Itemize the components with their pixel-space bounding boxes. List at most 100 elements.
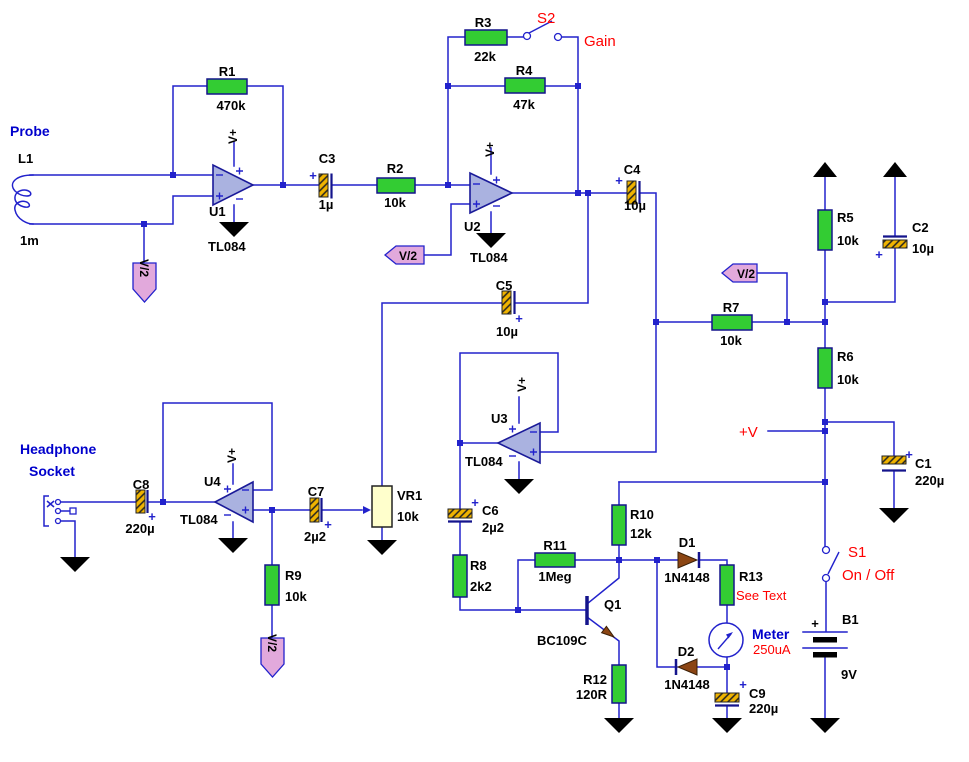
plus-v-label: +V [739, 424, 758, 441]
half-supply-flag: V/2 [383, 245, 425, 265]
vhalf-label: V/2 [737, 267, 755, 281]
c1-polarity: + [905, 447, 913, 462]
vr1-ref: VR1 [397, 488, 422, 503]
r12-ref: R12 [583, 672, 607, 687]
l1-ref: L1 [18, 151, 33, 166]
r4-ref: R4 [516, 63, 533, 78]
r9-value: 10k [285, 589, 307, 604]
r6-value: 10k [837, 372, 859, 387]
q1-value: BC109C [537, 633, 587, 648]
power-arrows [813, 162, 907, 177]
ground-symbols [60, 222, 909, 733]
c3-value: 1µ [319, 197, 334, 212]
meter-label: Meter [752, 626, 790, 642]
wires [29, 36, 896, 719]
s1-ref: S1 [848, 544, 866, 561]
c4-ref: C4 [624, 162, 641, 177]
b1-ref: B1 [842, 612, 859, 627]
resistor-r2: R2 10k [376, 161, 416, 210]
c5-polarity: + [515, 311, 523, 326]
c3-ref: C3 [319, 151, 336, 166]
u4-value: TL084 [180, 512, 218, 527]
c5-value: 10µ [496, 324, 518, 339]
r2-ref: R2 [387, 161, 404, 176]
c5-ref: C5 [496, 278, 513, 293]
r11-value: 1Meg [538, 569, 571, 584]
c8-polarity: + [148, 509, 156, 524]
r12-value: 120R [576, 687, 608, 702]
junction-dots [141, 83, 828, 670]
ground-icon [476, 233, 506, 248]
l1-value: 1m [20, 233, 39, 248]
u4-vplus-label: V+ [225, 448, 239, 463]
half-supply-flag: V/2 [132, 259, 157, 303]
r5-ref: R5 [837, 210, 854, 225]
ground-icon [219, 222, 249, 237]
c4-polarity: + [615, 173, 623, 188]
r6-ref: R6 [837, 349, 854, 364]
capacitor-c7: C7 + 2µ2 [304, 484, 332, 544]
meter-value: 250uA [753, 642, 791, 657]
capacitor-c9: + C9 220µ [714, 677, 778, 716]
resistor-r4: R4 47k [504, 63, 546, 112]
diode-d1: D1 1N4148 [664, 535, 710, 585]
c8-value: 220µ [125, 521, 154, 536]
c9-value: 220µ [749, 701, 778, 716]
b1-polarity: + [811, 616, 819, 631]
d1-ref: D1 [679, 535, 696, 550]
r10-value: 12k [630, 526, 652, 541]
r13-ref: R13 [739, 569, 763, 584]
potentiometer-vr1: VR1 10k [363, 485, 422, 528]
resistor-r5: R5 10k [817, 209, 859, 251]
opamp-u3: V+ U3 TL084 [465, 377, 541, 469]
capacitor-c4: C4 + 10µ [615, 162, 646, 213]
c6-polarity: + [471, 495, 479, 510]
resistor-r7: R7 10k [711, 300, 753, 348]
s2-label: Gain [584, 33, 616, 50]
c2-value: 10µ [912, 241, 934, 256]
r5-value: 10k [837, 233, 859, 248]
c8-ref: C8 [133, 477, 150, 492]
c9-polarity: + [739, 677, 747, 692]
resistor-r6: R6 10k [817, 347, 859, 389]
ground-icon [60, 557, 90, 572]
meter: Meter 250uA [708, 622, 791, 658]
headphone-label-1: Headphone [20, 441, 96, 457]
vr1-value: 10k [397, 509, 419, 524]
c1-value: 220µ [915, 473, 944, 488]
c7-polarity: + [324, 517, 332, 532]
capacitor-c1: + C1 220µ [881, 447, 944, 488]
resistor-r3: R3 22k [464, 15, 508, 64]
power-arrow-icon [883, 162, 907, 177]
u3-vplus-label: V+ [515, 377, 529, 392]
r9-ref: R9 [285, 568, 302, 583]
u1-vplus-label: V+ [226, 129, 240, 144]
r8-ref: R8 [470, 558, 487, 573]
resistor-r8: R8 2k2 [452, 554, 492, 598]
ground-icon [879, 508, 909, 523]
r1-value: 470k [217, 98, 247, 113]
transistor-q1: Q1 BC109C [537, 596, 621, 648]
ground-icon [367, 540, 397, 555]
c9-ref: C9 [749, 686, 766, 701]
c2-ref: C2 [912, 220, 929, 235]
emitter-arrow-icon [600, 625, 616, 638]
d2-value: 1N4148 [664, 677, 710, 692]
capacitor-c5: C5 + 10µ [496, 278, 524, 339]
r10-ref: R10 [630, 507, 654, 522]
resistor-r13: R13 See Text [719, 564, 787, 606]
half-supply-flag: V/2 [720, 263, 758, 283]
d2-ref: D2 [678, 644, 695, 659]
r1-ref: R1 [219, 64, 236, 79]
headphone-label-2: Socket [29, 463, 75, 479]
diode-d2: D2 1N4148 [664, 644, 710, 692]
s2-ref: S2 [537, 10, 555, 27]
r3-ref: R3 [475, 15, 492, 30]
resistor-r11: R11 1Meg [534, 538, 576, 584]
r4-value: 47k [513, 97, 535, 112]
resistor-r9: R9 10k [264, 564, 307, 606]
r11-ref: R11 [543, 538, 566, 553]
c4-value: 10µ [624, 198, 646, 213]
